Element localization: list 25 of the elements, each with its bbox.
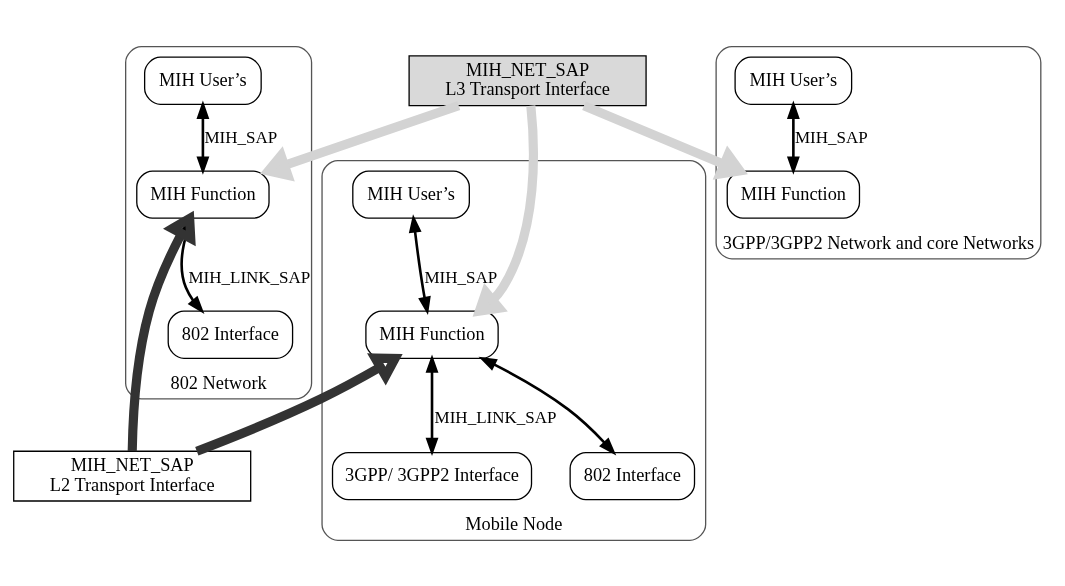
edge-label: MIH_LINK_SAP: [188, 267, 311, 287]
node-box: MIH Function: [726, 169, 861, 219]
node-box: MIH_NET_SAP L3 Transport Interface: [408, 54, 647, 106]
arrow: [195, 352, 403, 455]
edge-label: MIH_SAP: [204, 127, 278, 147]
arrow: [478, 356, 617, 455]
arrow: [408, 213, 431, 315]
node-box: 3GPP/ 3GPP2 Interface: [331, 451, 533, 500]
node-box: MIH User’s: [144, 56, 262, 105]
arrow: [582, 100, 748, 180]
node-box: MIH User’s: [352, 169, 470, 219]
node-box: MIH Function: [365, 310, 499, 359]
node-box: 802 Interface: [167, 310, 294, 359]
arrow: [786, 100, 800, 175]
arrow: [425, 353, 439, 456]
node-box: MIH_NET_SAP L2 Transport Interface: [13, 450, 252, 502]
edge-label: MIH_SAP: [424, 267, 498, 287]
edge-label: MIH_SAP: [794, 127, 868, 147]
node-box: MIH Function: [136, 169, 270, 219]
arrow: [472, 104, 538, 317]
arrow: [196, 100, 210, 175]
arrow: [260, 100, 461, 181]
edge-label: MIH_LINK_SAP: [434, 407, 557, 427]
node-box: MIH User’s: [734, 56, 853, 105]
node-box: 802 Interface: [569, 451, 696, 500]
